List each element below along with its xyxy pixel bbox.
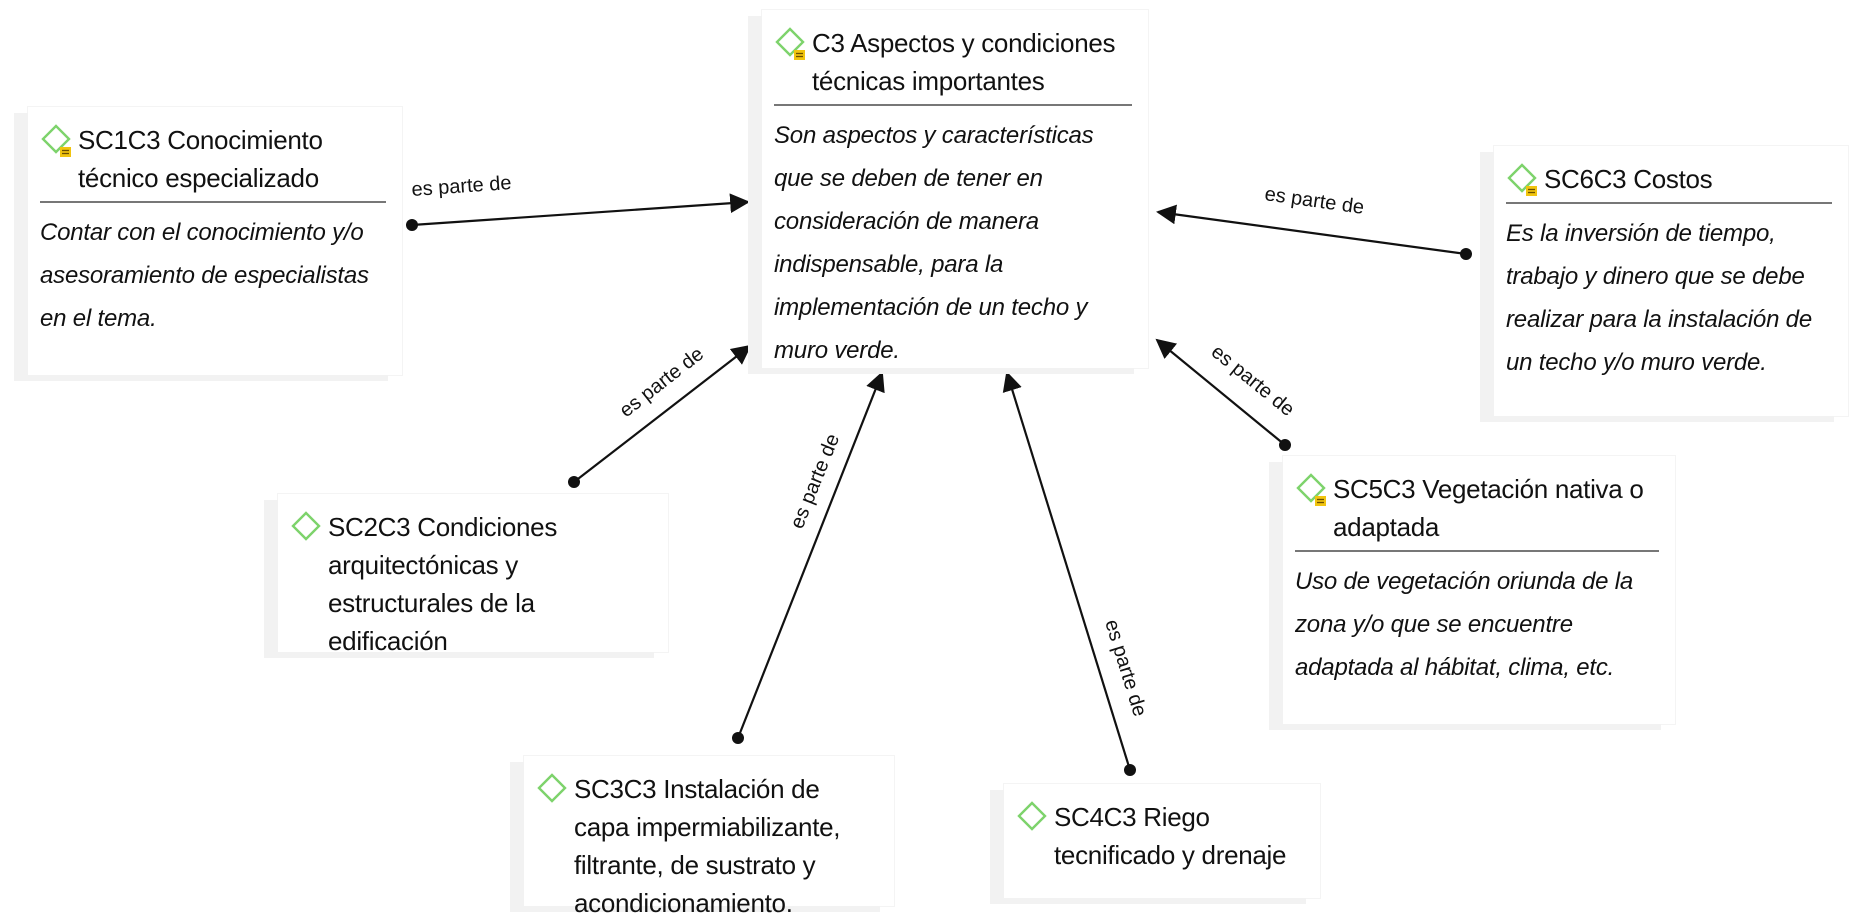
- code-memo-icon: [41, 124, 71, 157]
- edge-sc3-center[interactable]: es parte de: [732, 371, 885, 744]
- node-c3[interactable]: C3 Aspectos y condiciones técnicas impor…: [762, 10, 1148, 368]
- node-sc6c3[interactable]: SC6C3 Costos Es la inversión de tiempo, …: [1494, 146, 1848, 416]
- node-sc4c3[interactable]: SC4C3 Riego tecnificado y drenaje: [1004, 784, 1320, 898]
- edge-label: es parte de: [411, 172, 512, 201]
- node-description: Es la inversión de tiempo, trabajo y din…: [1506, 220, 1812, 376]
- node-sc5c3[interactable]: SC5C3 Vegetación nativa o adaptada Uso d…: [1283, 456, 1675, 724]
- node-sc1c3[interactable]: SC1C3 Conocimiento técnico especializado…: [28, 107, 402, 375]
- edge-label: es parte de: [1100, 617, 1151, 719]
- code-memo-icon: [775, 27, 805, 60]
- node-title: C3 Aspectos y condiciones técnicas impor…: [812, 28, 1116, 96]
- node-title: SC4C3 Riego tecnificado y drenaje: [1054, 802, 1287, 870]
- edge-sc4-center[interactable]: es parte de: [1002, 371, 1151, 776]
- node-title: SC1C3 Conocimiento técnico especializado: [78, 125, 323, 193]
- code-icon: [291, 511, 321, 541]
- node-sc3c3[interactable]: SC3C3 Instalación de capa impermiabiliza…: [524, 756, 894, 918]
- edge-label: es parte de: [786, 431, 844, 532]
- code-icon: [537, 773, 567, 803]
- edge-label: es parte de: [1263, 183, 1365, 219]
- node-description: Uso de vegetación oriunda de la zona y/o…: [1295, 568, 1634, 681]
- code-memo-icon: [1507, 163, 1537, 196]
- edge-sc6-center[interactable]: es parte de: [1156, 183, 1472, 260]
- node-title: SC6C3 Costos: [1544, 164, 1713, 194]
- edge-sc2-center[interactable]: es parte de: [568, 343, 752, 488]
- code-icon: [1017, 801, 1047, 831]
- code-memo-icon: [1296, 473, 1326, 506]
- node-title: SC5C3 Vegetación nativa o adaptada: [1333, 474, 1644, 542]
- node-description: Contar con el conocimiento y/o asesorami…: [40, 219, 369, 332]
- edge-label: es parte de: [616, 343, 708, 422]
- node-title: SC3C3 Instalación de capa impermiabiliza…: [574, 774, 841, 918]
- node-description: Son aspectos y características que se de…: [774, 122, 1094, 364]
- node-title: SC2C3 Condiciones arquitectónicas y estr…: [328, 512, 558, 656]
- edge-sc1-center[interactable]: es parte de: [406, 172, 750, 231]
- edge-label: es parte de: [1207, 341, 1299, 421]
- node-sc2c3[interactable]: SC2C3 Condiciones arquitectónicas y estr…: [278, 494, 668, 656]
- edge-sc5-center[interactable]: es parte de: [1155, 338, 1299, 451]
